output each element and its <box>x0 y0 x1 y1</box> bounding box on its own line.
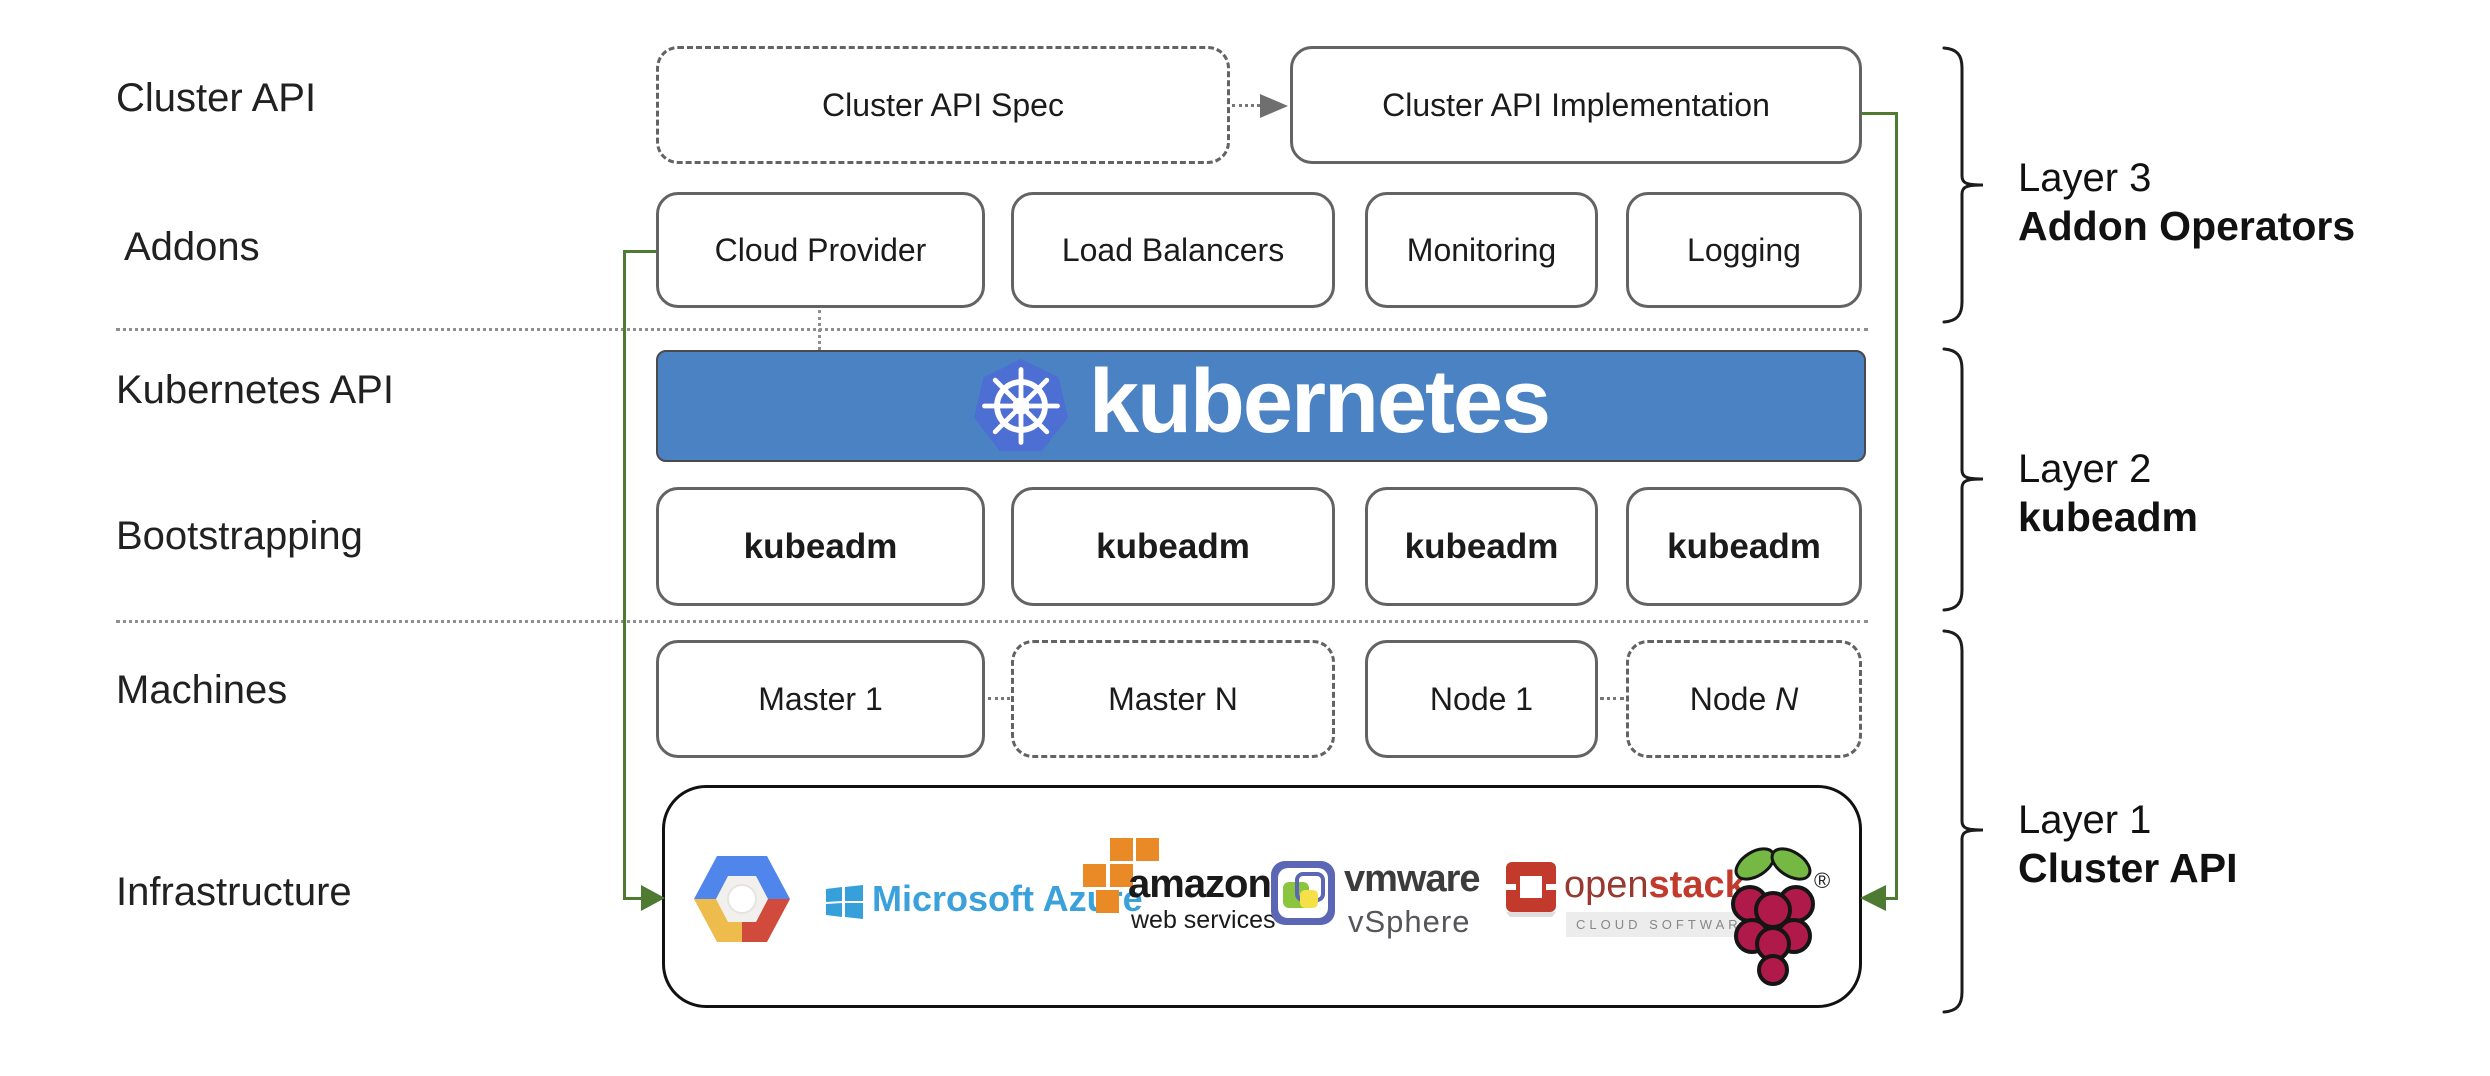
vsphere-subtext: vSphere <box>1348 904 1471 939</box>
vmware-vsphere-icon <box>1270 860 1336 926</box>
row-label-bootstrapping: Bootstrapping <box>116 514 363 558</box>
machine-label: Node 1 <box>1429 680 1534 717</box>
cluster-api-spec-box: Cluster API Spec <box>656 46 1230 164</box>
openstack-logo-icon <box>1504 858 1560 918</box>
machine-label: Master 1 <box>758 680 883 717</box>
machine-label: Master N <box>1108 680 1238 717</box>
addon-box-logging: Logging <box>1626 192 1862 308</box>
cluster-api-implementation-box: Cluster API Implementation <box>1290 46 1862 164</box>
amazon-wordmark: amazon <box>1128 862 1272 906</box>
layer-title: Layer 2 <box>2018 447 2152 491</box>
google-cloud-logo-icon <box>692 846 792 952</box>
layer-3-label: Layer 3 Addon Operators <box>2018 154 2355 251</box>
row-label-addons: Addons <box>124 225 260 269</box>
kubernetes-wheel-icon <box>973 358 1069 454</box>
vmware-wordmark: vmware <box>1344 858 1481 900</box>
spec-to-impl-dotted-line <box>1232 104 1260 107</box>
layer-subtitle: kubeadm <box>2018 494 2198 540</box>
machine-label: Node N <box>1689 680 1799 717</box>
row-label-infrastructure: Infrastructure <box>116 870 352 914</box>
openstack-subtext: CLOUD SOFTWARE <box>1566 912 1765 937</box>
openstack-wordmark: openstack™ <box>1564 864 1762 906</box>
kubeadm-box-2: kubeadm <box>1011 487 1335 606</box>
right-connector-line <box>1884 897 1898 900</box>
kubernetes-banner: kubernetes <box>656 350 1866 462</box>
kubernetes-wordmark: kubernetes <box>1088 352 1551 452</box>
layer-title: Layer 1 <box>2018 798 2152 842</box>
kubeadm-box-1: kubeadm <box>656 487 985 606</box>
right-connector-line <box>1895 112 1898 900</box>
kubeadm-label: kubeadm <box>743 526 898 566</box>
right-green-arrowhead-icon <box>1860 885 1886 911</box>
layer-subtitle: Cluster API <box>2018 845 2238 891</box>
kubeadm-label: kubeadm <box>1404 526 1559 566</box>
raspberry-pi-logo-icon <box>1728 842 1818 994</box>
azure-flag-icon <box>826 884 863 920</box>
kubeadm-box-4: kubeadm <box>1626 487 1862 606</box>
kubeadm-label: kubeadm <box>1667 526 1821 566</box>
addon-box-cloud-provider: Cloud Provider <box>656 192 985 308</box>
left-connector-line <box>623 897 643 900</box>
aws-subtext: web services <box>1131 906 1276 934</box>
cloud-provider-connector-line <box>623 250 656 253</box>
addon-label: Load Balancers <box>1061 231 1285 268</box>
layer-2-label: Layer 2 kubeadm <box>2018 445 2198 542</box>
addon-box-load-balancers: Load Balancers <box>1011 192 1335 308</box>
master1-masterN-dotted-line <box>988 697 1010 700</box>
addon-label: Cloud Provider <box>714 231 927 268</box>
left-connector-line <box>623 250 626 900</box>
implementation-connector-line <box>1862 112 1898 115</box>
row-label-cluster-api: Cluster API <box>116 76 317 120</box>
addon-box-monitoring: Monitoring <box>1365 192 1598 308</box>
cluster-api-spec-label: Cluster API Spec <box>822 86 1064 123</box>
kubeadm-label: kubeadm <box>1096 526 1250 566</box>
kubeadm-box-3: kubeadm <box>1365 487 1598 606</box>
addon-label: Logging <box>1687 231 1801 268</box>
spec-to-impl-arrowhead-icon <box>1260 94 1288 118</box>
addon-label: Monitoring <box>1406 231 1557 268</box>
machine-box-master-1: Master 1 <box>656 640 985 758</box>
row-label-kubernetes-api: Kubernetes API <box>116 368 394 412</box>
aws-cubes-icon <box>1083 838 1163 918</box>
layer-subtitle: Addon Operators <box>2018 203 2356 249</box>
machine-box-node-1: Node 1 <box>1365 640 1598 758</box>
layer-1-label: Layer 1 Cluster API <box>2018 796 2237 893</box>
machine-box-master-n: Master N <box>1011 640 1335 758</box>
cloud-provider-to-kubernetes-dotted-line <box>818 310 821 350</box>
left-green-arrowhead-icon <box>641 885 665 911</box>
separator-bootstrapping-machines <box>116 620 1868 623</box>
raspberry-registered-mark: ® <box>1814 868 1831 893</box>
layer-title: Layer 3 <box>2018 156 2152 200</box>
separator-addons-kubernetes <box>116 328 1868 331</box>
node1-nodeN-dotted-line <box>1600 697 1624 700</box>
cluster-api-implementation-label: Cluster API Implementation <box>1382 86 1770 123</box>
row-label-machines: Machines <box>116 668 288 712</box>
machine-box-node-n: Node N <box>1626 640 1862 758</box>
